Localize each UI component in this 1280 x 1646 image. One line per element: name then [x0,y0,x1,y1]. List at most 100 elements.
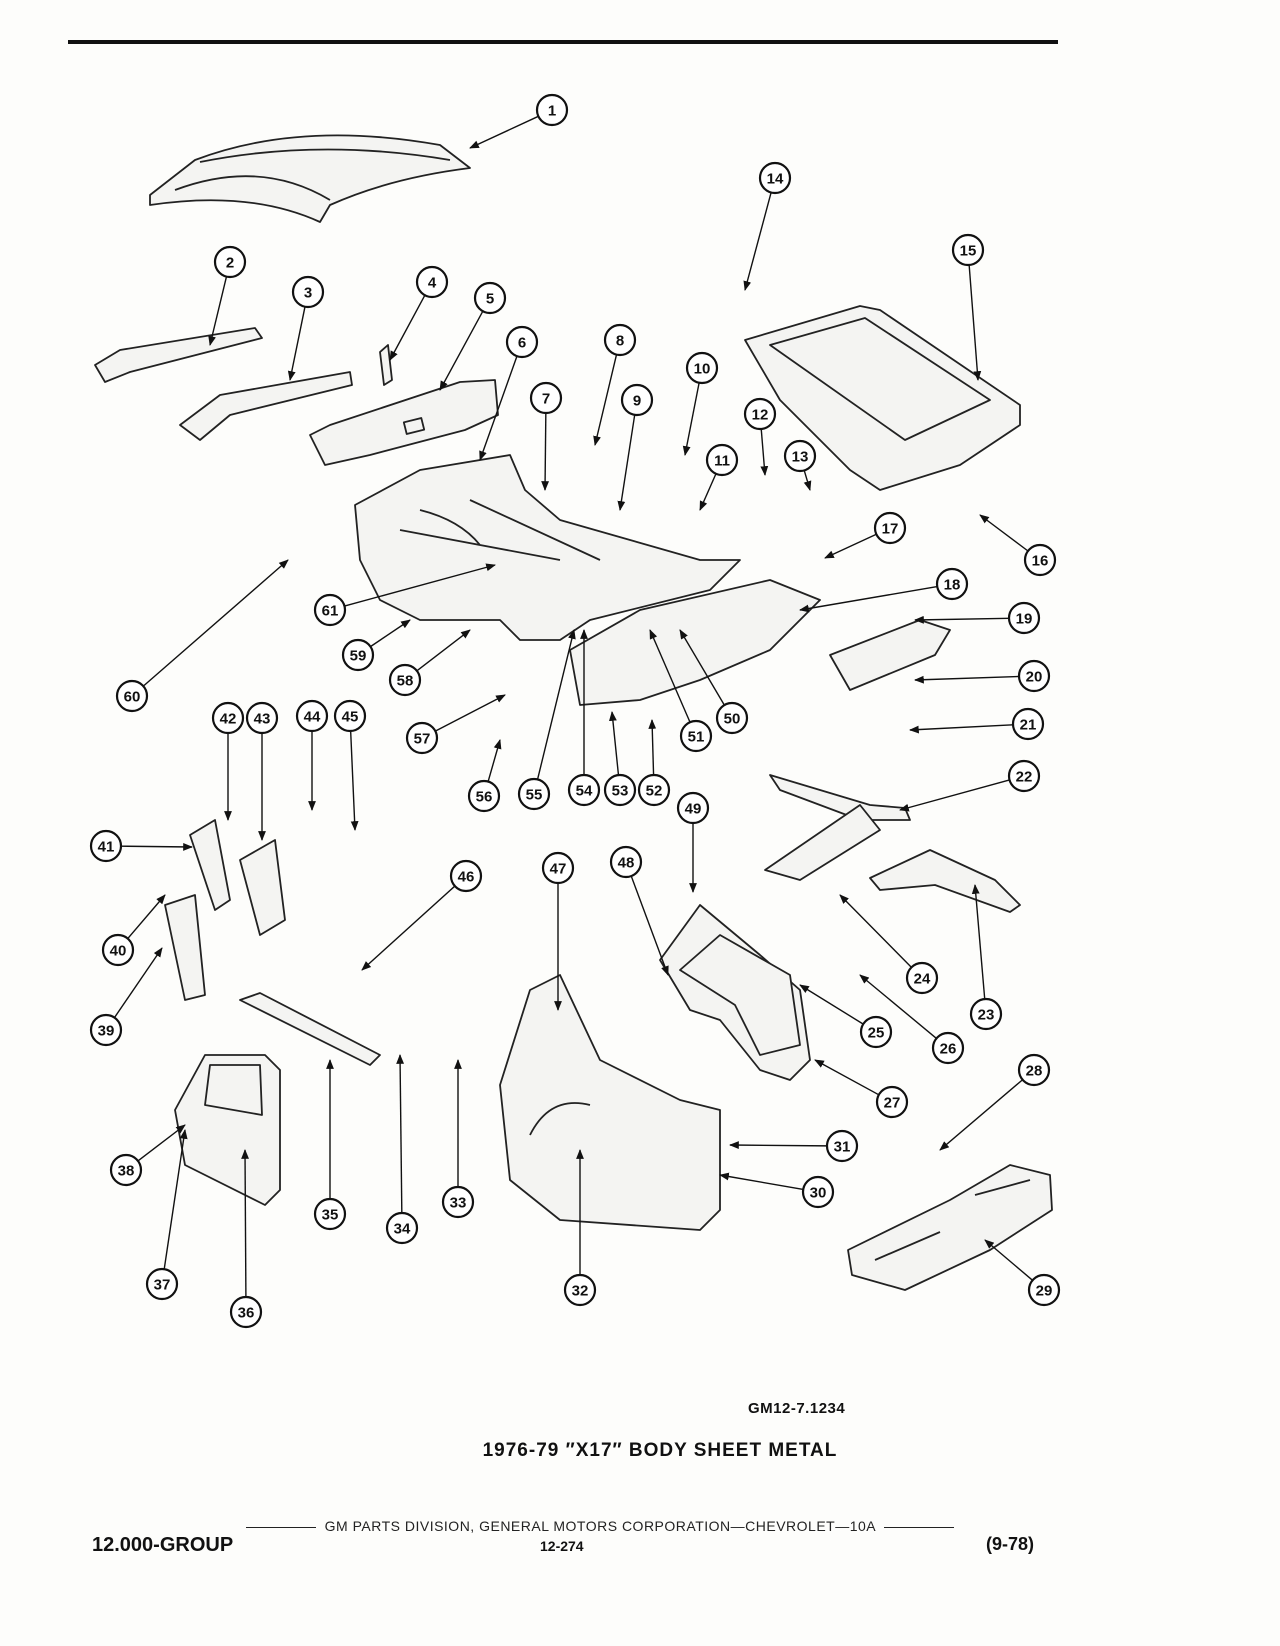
leader-line-26 [859,974,937,1039]
callout-circle-50 [715,701,749,735]
callout-circle-32 [563,1273,597,1307]
callout-44: 44 [295,699,329,733]
callout-51: 51 [679,719,713,753]
callout-circle-47 [541,851,575,885]
callout-number-48: 48 [618,855,635,872]
callout-number-32: 32 [572,1283,589,1300]
callout-10: 10 [685,351,719,385]
callout-29: 29 [1027,1273,1061,1307]
leader-line-30 [719,1172,804,1191]
rear-rail-assemblies [764,619,1021,913]
callout-number-33: 33 [450,1195,467,1212]
callout-number-37: 37 [154,1277,171,1294]
callout-24: 24 [905,961,939,995]
exploded-parts-diagram: 1234567891011121314151617181920212223242… [89,93,1061,1329]
footer-rule-right [883,1526,954,1528]
leader-line-52 [648,719,657,776]
callout-38: 38 [109,1153,143,1187]
callout-60: 60 [115,679,149,713]
callout-labels: 1234567891011121314151617181920212223242… [89,93,1061,1329]
footer-publisher: GM PARTS DIVISION, GENERAL MOTORS CORPOR… [324,1518,876,1534]
leader-line-28 [939,1079,1024,1151]
leader-line-48 [630,875,669,976]
rear-window-deck-panel [744,305,1021,491]
leader-line-13 [803,470,812,491]
callout-circle-14 [758,161,792,195]
callout-number-51: 51 [688,729,705,746]
leader-line-36 [241,1149,249,1298]
callout-circle-52 [637,773,671,807]
callout-46: 46 [449,859,483,893]
callout-number-4: 4 [428,275,437,292]
callout-37: 37 [145,1267,179,1301]
callout-circle-55 [517,777,551,811]
callout-number-17: 17 [882,521,899,538]
callout-circle-49 [676,791,710,825]
callout-circle-35 [313,1197,347,1231]
callout-circle-45 [333,699,367,733]
callout-2: 2 [213,245,247,279]
callout-number-47: 47 [550,861,567,878]
callout-20: 20 [1017,659,1051,693]
leader-line-16 [979,514,1029,552]
instrument-panel [309,379,499,466]
leader-line-53 [609,711,620,776]
callout-55: 55 [517,777,551,811]
callout-circle-2 [213,245,247,279]
callout-circle-17 [873,511,907,545]
callout-43: 43 [245,701,279,735]
callout-circle-10 [685,351,719,385]
callout-5: 5 [473,281,507,315]
callout-number-60: 60 [124,689,141,706]
leader-line-61 [344,563,496,607]
footer-rule-left [246,1526,317,1528]
callout-number-27: 27 [884,1095,901,1112]
callout-circle-59 [341,638,375,672]
callout-number-5: 5 [486,291,494,308]
leader-line-24 [839,894,912,968]
leader-line-18 [799,585,938,613]
callout-circle-48 [609,845,643,879]
callout-circle-30 [801,1175,835,1209]
leader-line-23 [971,884,986,1000]
callout-31: 31 [825,1129,859,1163]
callout-number-34: 34 [394,1221,411,1238]
callout-number-54: 54 [576,783,593,800]
leader-line-20 [914,675,1020,684]
callout-9: 9 [620,383,654,417]
callout-circle-61 [313,593,347,627]
callout-circle-57 [405,721,439,755]
leader-lines [113,115,1034,1298]
leader-line-31 [729,1141,828,1149]
callout-25: 25 [859,1015,893,1049]
callout-number-10: 10 [694,361,711,378]
callout-circle-3 [291,275,325,309]
callout-circle-58 [388,663,422,697]
callout-22: 22 [1007,759,1041,793]
callout-circle-60 [115,679,149,713]
callout-number-59: 59 [350,648,367,665]
callout-8: 8 [603,323,637,357]
leader-line-40 [127,894,166,940]
callout-circle-13 [783,439,817,473]
callout-14: 14 [758,161,792,195]
callout-circle-24 [905,961,939,995]
callout-number-1: 1 [548,103,556,120]
leader-line-9 [617,414,636,511]
footer-publisher-line: GM PARTS DIVISION, GENERAL MOTORS CORPOR… [160,1518,1040,1534]
callout-number-61: 61 [322,603,339,620]
callout-number-35: 35 [322,1207,339,1224]
callout-48: 48 [609,845,643,879]
leader-line-8 [593,354,618,446]
windshield-header-panel [94,327,263,383]
callout-3: 3 [291,275,325,309]
callout-number-12: 12 [752,407,769,424]
leader-line-41 [120,842,193,851]
callout-circle-21 [1011,707,1045,741]
callout-number-9: 9 [633,393,641,410]
callout-circle-27 [875,1085,909,1119]
callout-circle-31 [825,1129,859,1163]
callout-40: 40 [101,933,135,967]
callout-19: 19 [1007,601,1041,635]
